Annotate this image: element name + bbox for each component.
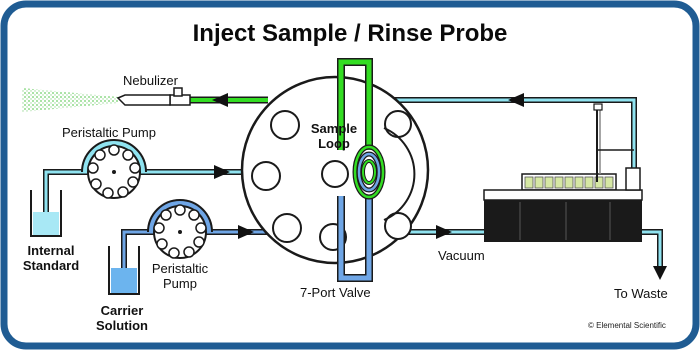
- internal-standard-label: Internal Standard: [22, 243, 80, 273]
- copyright-label: © Elemental Scientific: [588, 321, 666, 330]
- sample-loop-label: Sample Loop: [310, 121, 358, 151]
- peristaltic-pump-bottom-label: Peristaltic Pump: [151, 261, 209, 291]
- sample-loop-upper: [337, 58, 373, 150]
- nebulizer-icon: [116, 87, 191, 106]
- carrier-solution-bottle-icon: [108, 246, 140, 295]
- peristaltic-pump-top-icon: [81, 139, 147, 199]
- autosampler-icon: [483, 103, 643, 242]
- vacuum-line: [372, 229, 663, 266]
- spray-mist: [22, 88, 118, 112]
- internal-standard-line: [43, 169, 260, 212]
- peristaltic-pump-top-label: Peristaltic Pump: [62, 125, 156, 140]
- sample-loop-lower: [337, 196, 373, 282]
- flow-arrows: [212, 93, 667, 280]
- nebulizer-label: Nebulizer: [123, 73, 178, 88]
- valve-label: 7-Port Valve: [300, 285, 371, 300]
- seven-port-valve: [240, 75, 430, 265]
- carrier-solution-label: Carrier Solution: [96, 303, 148, 333]
- waste-label: To Waste: [614, 286, 668, 301]
- peristaltic-pump-bottom-icon: [147, 199, 213, 259]
- internal-standard-bottle-icon: [30, 190, 62, 237]
- diagram-title: Inject Sample / Rinse Probe: [192, 20, 508, 47]
- vacuum-label: Vacuum: [438, 248, 485, 263]
- sample-loop-coil: [352, 144, 386, 200]
